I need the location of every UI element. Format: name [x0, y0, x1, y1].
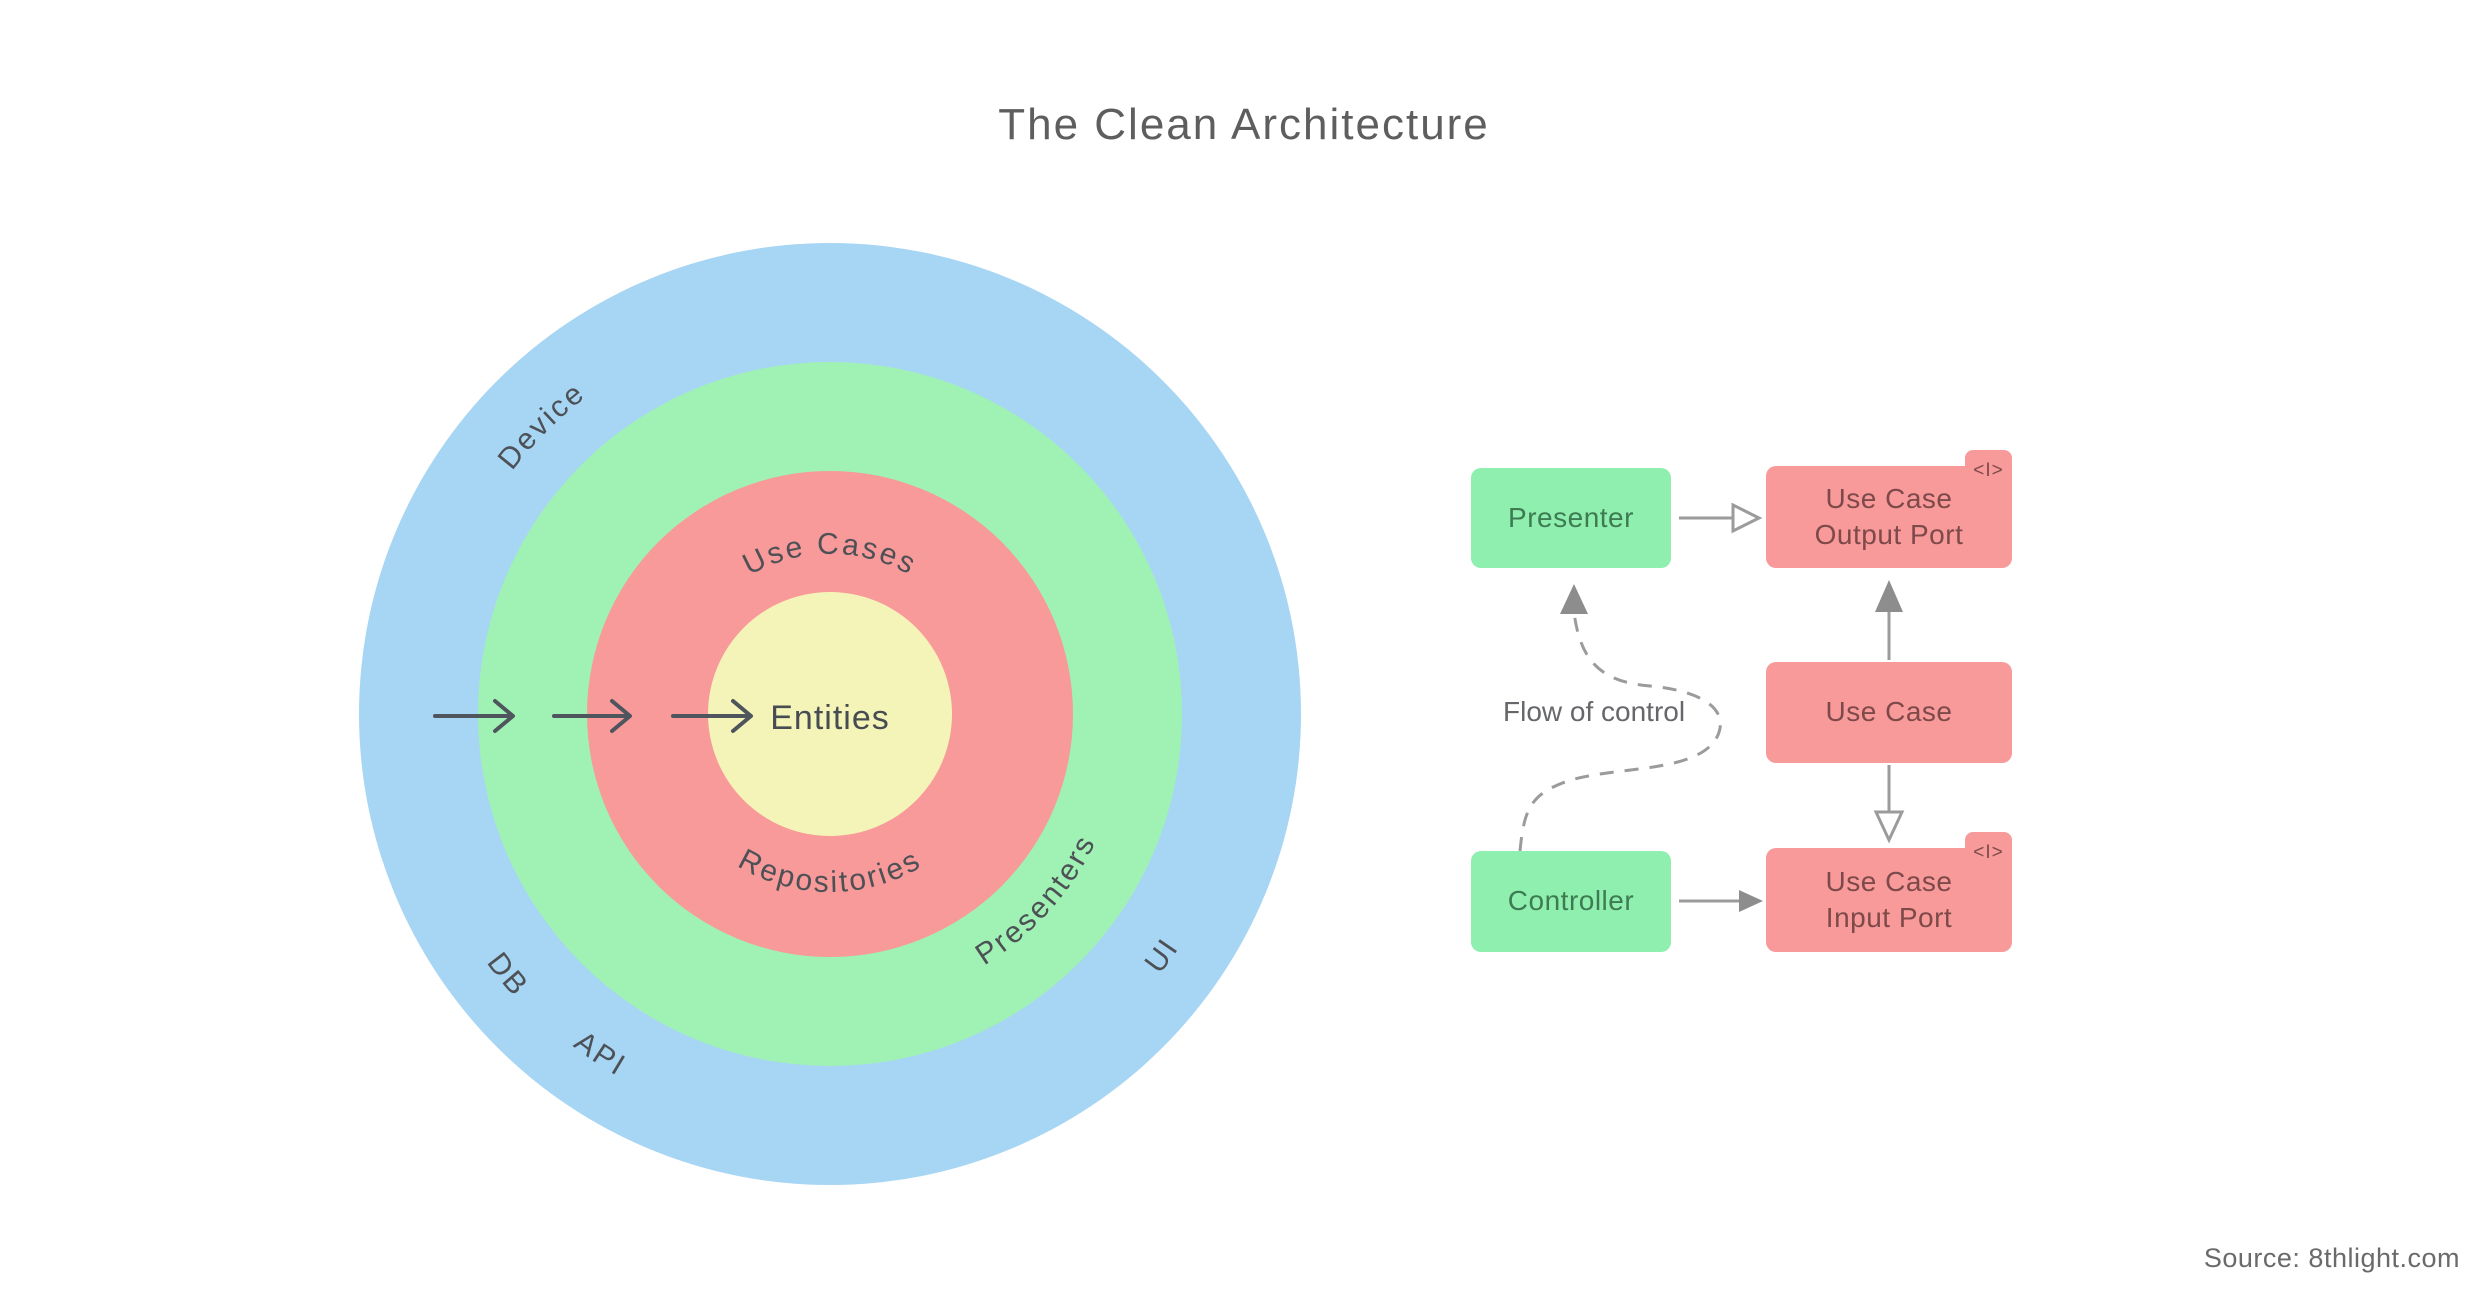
use-case-input-port-box: <I> Use Case Input Port: [1766, 832, 2012, 952]
source-credit: Source: 8thlight.com: [2203, 1243, 2460, 1273]
solid-arrowhead-icon: [1875, 580, 1903, 612]
use-case-box: Use Case: [1766, 662, 2012, 763]
solid-arrowhead-icon: [1560, 584, 1588, 614]
use-case-output-port-box: <I> Use Case Output Port: [1766, 450, 2012, 568]
open-arrowhead-icon: [1873, 810, 1905, 844]
interface-tab: <I>: [1965, 832, 2012, 868]
arrow-usecase-to-output-port: [1875, 580, 1903, 660]
interface-tag-label: <I>: [1973, 842, 2004, 864]
output-port-line2: Output Port: [1814, 519, 1964, 550]
inward-arrow-3: [671, 699, 753, 733]
inward-arrow-1: [433, 699, 515, 733]
solid-arrowhead-icon: [1739, 890, 1763, 912]
inward-arrow-2: [552, 699, 632, 733]
flow-of-control-label: Flow of control: [1503, 696, 1686, 727]
input-port-line2: Input Port: [1825, 902, 1953, 933]
flow-of-control-arrow: [1518, 584, 1722, 852]
arrow-usecase-to-input-port: [1873, 765, 1905, 844]
page-title: The Clean Architecture: [998, 100, 1490, 149]
controller-label: Controller: [1507, 885, 1635, 917]
ring-entities-yellow: [708, 592, 952, 836]
presenter-box: Presenter: [1471, 468, 1671, 568]
input-port-line1: Use Case: [1825, 865, 1953, 897]
presenter-label: Presenter: [1508, 501, 1634, 533]
interface-tag-label: <I>: [1973, 460, 2004, 482]
interface-tab: <I>: [1965, 450, 2012, 486]
controller-box: Controller: [1471, 851, 1671, 952]
use-case-label: Use Case: [1825, 696, 1953, 728]
label-entities: Entities: [770, 699, 890, 737]
arrow-controller-to-input-port: [1679, 890, 1763, 912]
arrow-presenter-to-output-port: [1679, 502, 1763, 534]
output-port-line1: Use Case: [1825, 482, 1953, 514]
open-arrowhead-icon: [1731, 502, 1763, 534]
